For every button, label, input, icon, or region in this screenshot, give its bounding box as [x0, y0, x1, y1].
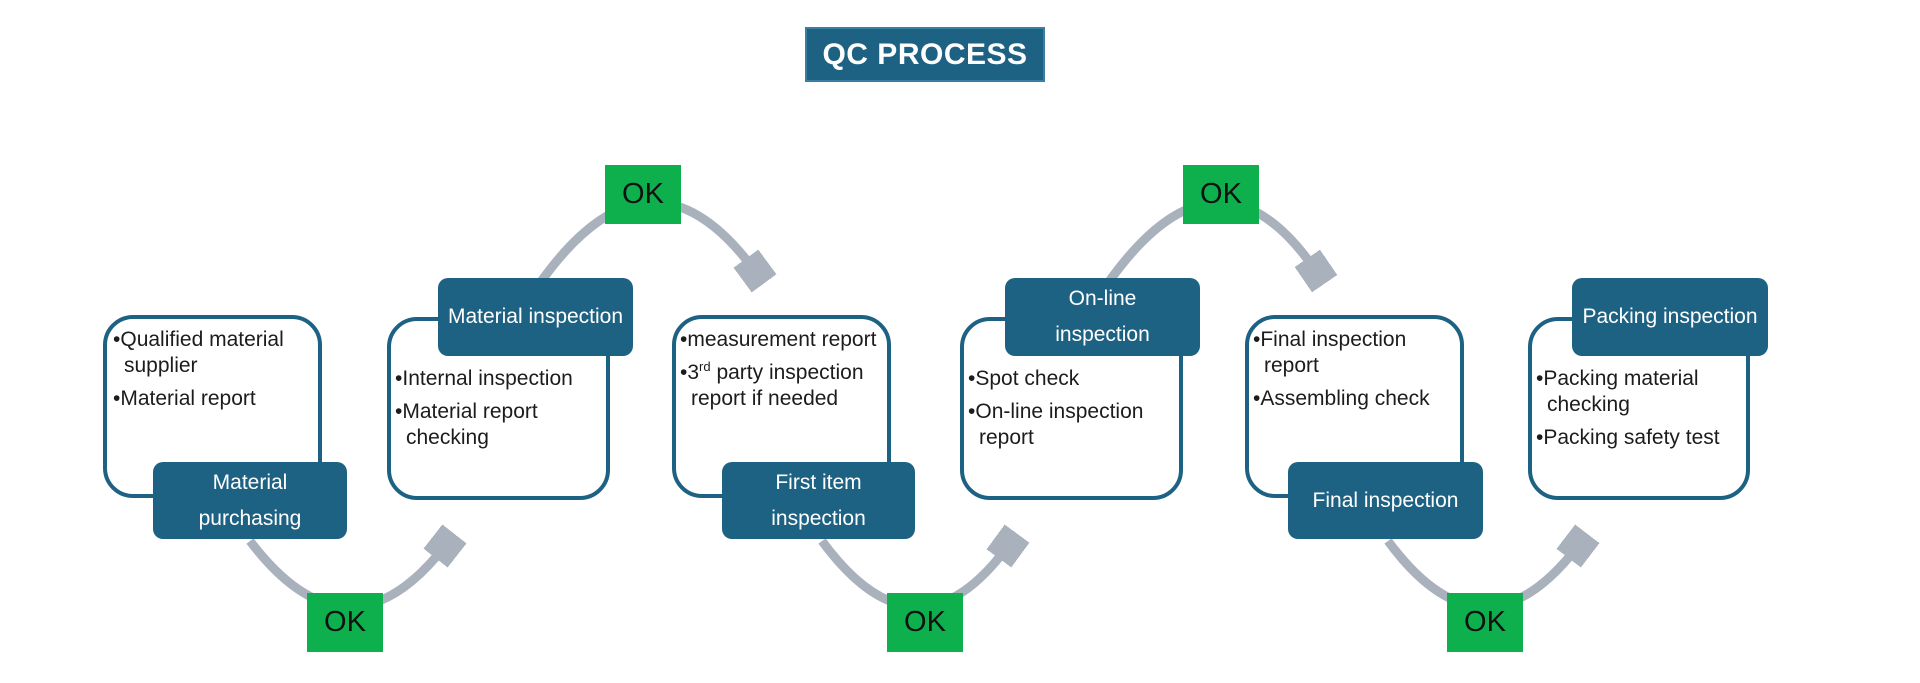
stage-bullet: •Material report [113, 387, 256, 410]
stage-on-line-inspection: •Spot check •On-line inspection report O… [960, 278, 1200, 500]
bullet-dot-icon: • [1253, 387, 1261, 410]
ok-badge: OK [1183, 165, 1259, 224]
stage-bullets: •Spot check •On-line inspection report [968, 366, 1176, 458]
stage-label-first-item-inspection: First item inspection [722, 462, 915, 539]
stage-label-packing-inspection: Packing inspection [1572, 278, 1768, 356]
stage-label-on-line-inspection: On-line inspection [1005, 278, 1200, 356]
stage-bullets: •Final inspection report •Assembling che… [1253, 327, 1458, 419]
bullet-dot-icon: • [1536, 367, 1544, 390]
bullet-dot-icon: • [113, 387, 121, 410]
bullet-dot-icon: • [968, 400, 976, 423]
bullet-dot-icon: • [680, 361, 688, 384]
bullet-dot-icon: • [1536, 426, 1544, 449]
stage-packing-inspection: •Packing material checking •Packing safe… [1528, 278, 1768, 500]
diagram-title: QC PROCESS [805, 27, 1045, 82]
stage-bullets: •measurement report •3rd party inspectio… [680, 327, 888, 419]
bullet-dot-icon: • [113, 328, 121, 351]
stage-bullet: •Assembling check [1253, 387, 1430, 410]
bullet-dot-icon: • [680, 328, 688, 351]
bullet-dot-icon: • [1253, 328, 1261, 351]
stage-bullet: •Spot check [968, 367, 1080, 390]
stage-bullet: •Packing safety test [1536, 426, 1720, 449]
stage-label-final-inspection: Final inspection [1288, 462, 1483, 539]
ok-badge: OK [1447, 593, 1523, 652]
stage-material-purchasing: •Qualified material supplier •Material r… [103, 315, 347, 539]
stage-bullet: •measurement report [680, 328, 877, 351]
stage-bullet: •Material report checking [395, 400, 538, 449]
ok-badge: OK [887, 593, 963, 652]
stage-bullets: •Qualified material supplier •Material r… [113, 327, 318, 419]
stage-label-material-inspection: Material inspection [438, 278, 633, 356]
stage-bullet: •Packing material checking [1536, 367, 1699, 416]
stage-bullet: •On-line inspection report [968, 400, 1144, 449]
stage-bullets: •Internal inspection •Material report ch… [395, 366, 603, 458]
stage-first-item-inspection: •measurement report •3rd party inspectio… [672, 315, 915, 539]
stage-bullet: •Qualified material supplier [113, 328, 284, 377]
stage-label-material-purchasing: Material purchasing [153, 462, 347, 539]
stage-bullets: •Packing material checking •Packing safe… [1536, 366, 1744, 458]
ok-badge: OK [605, 165, 681, 224]
superscript-ordinal: rd [699, 359, 711, 374]
stage-bullet: •Internal inspection [395, 367, 573, 390]
bullet-dot-icon: • [395, 400, 403, 423]
stage-material-inspection: •Internal inspection •Material report ch… [387, 278, 633, 500]
stage-bullet: •Final inspection report [1253, 328, 1407, 377]
stage-final-inspection: •Final inspection report •Assembling che… [1245, 315, 1483, 539]
bullet-dot-icon: • [968, 367, 976, 390]
stage-bullet: •3rd party inspection report if needed [680, 359, 864, 410]
ok-badge: OK [307, 593, 383, 652]
bullet-dot-icon: • [395, 367, 403, 390]
